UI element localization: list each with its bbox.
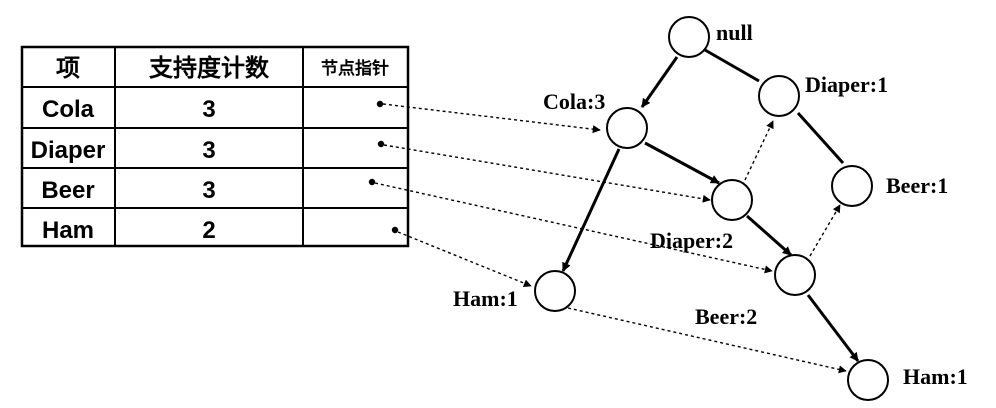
node-label-cola3: Cola:3	[543, 89, 605, 114]
table-cell-count: 2	[202, 217, 215, 244]
pointer-arrow	[744, 120, 774, 181]
tree-node-diaper1	[758, 75, 800, 117]
tree-edges	[561, 48, 860, 362]
table-cell-item: Ham	[42, 217, 94, 244]
node-label-diaper1: Diaper:1	[805, 72, 888, 97]
tree-node-root	[668, 16, 710, 58]
tree-node-beer2	[774, 254, 816, 296]
tree-edge	[644, 141, 720, 185]
item-header-table: 项 支持度计数 节点指针 Cola 3 Diaper 3 Beer 3 Ham …	[20, 45, 410, 248]
tree-node-beer1	[831, 165, 873, 207]
pointer-arrow	[374, 182, 773, 274]
table-cell-item: Beer	[41, 177, 94, 204]
tree-nodes	[534, 16, 889, 401]
table-header-count: 支持度计数	[149, 54, 270, 82]
pointer-arrow	[382, 103, 601, 134]
tree-edge	[640, 56, 679, 108]
pointer-arrow	[809, 204, 841, 257]
table-cell-item: Diaper	[31, 137, 106, 164]
table-cell-count: 3	[202, 96, 215, 123]
pointer-dot	[368, 178, 376, 186]
pointer-arrow	[397, 231, 532, 287]
table-cell-count: 3	[202, 177, 215, 204]
tree-edge	[796, 111, 845, 165]
tree-node-ham1-right	[847, 359, 889, 401]
pointer-dot	[391, 226, 399, 234]
tree-node-diaper2	[711, 179, 753, 221]
table-header-pointer: 节点指针	[321, 58, 389, 79]
node-label-diaper2: Diaper:2	[650, 228, 733, 253]
node-label-ham1-right: Ham:1	[903, 364, 968, 389]
pointer-dot	[376, 100, 384, 108]
pointer-dot	[377, 140, 385, 148]
table-header-item: 项	[56, 54, 80, 82]
pointer-arrow	[383, 144, 711, 203]
node-label-root: null	[716, 20, 753, 45]
table-cell-item: Cola	[42, 96, 95, 123]
tree-node-cola3	[606, 107, 648, 149]
table-border	[20, 45, 410, 248]
tree-edge	[704, 48, 760, 83]
tree-edge	[561, 148, 621, 272]
table-cell-count: 3	[202, 137, 215, 164]
node-label-ham1-left: Ham:1	[453, 286, 518, 311]
node-label-beer1: Beer:1	[886, 173, 948, 198]
tree-edge	[806, 294, 860, 362]
node-link-pointers	[374, 103, 847, 374]
node-label-beer2: Beer:2	[695, 304, 757, 329]
tree-node-ham1-left	[534, 270, 576, 312]
tree-edge	[746, 214, 792, 257]
